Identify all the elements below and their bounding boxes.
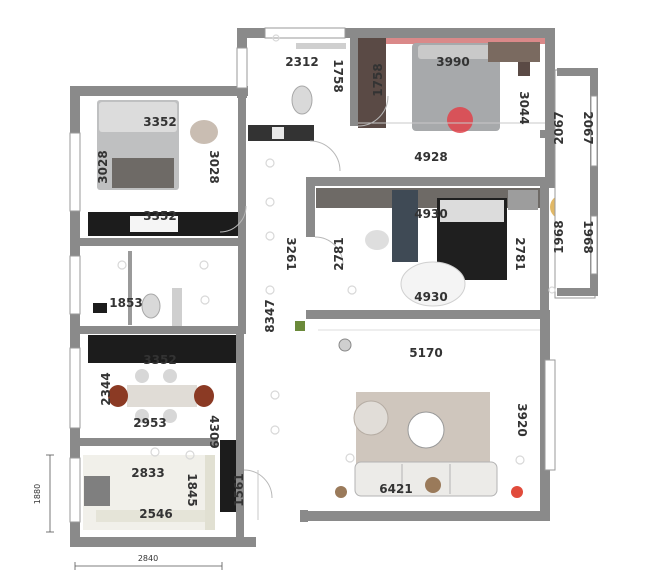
dimension-labels: 2312 1758 1758 3990 3044 2067 2067 4928 … (33, 55, 595, 570)
dim-second-bedroom-depth-right: 2781 (513, 237, 527, 270)
doors (219, 95, 389, 520)
dim-master-depth: 3044 (517, 91, 531, 124)
dim-master-bed-width: 3990 (436, 55, 469, 69)
master-bed (412, 43, 500, 131)
windows (69, 27, 598, 523)
dim-living-sofa-wall: 6421 (379, 482, 412, 496)
dining-cabinet (88, 335, 238, 363)
bathroom-top (248, 43, 346, 141)
dim-entry-depth: 1561 (232, 473, 246, 506)
dim-second-bedroom-depth-left: 2781 (332, 237, 346, 270)
toilet-left (141, 293, 161, 319)
dim-kitchen-counter: 2546 (139, 507, 172, 521)
dim-balcony-top-depth-outer: 2067 (581, 111, 595, 144)
dim-balcony-right-b: 1968 (581, 220, 595, 253)
desk (392, 190, 418, 262)
dining-table (127, 385, 197, 407)
bathroom-left (93, 251, 182, 326)
living-room (295, 321, 545, 498)
dim-hall-upper: 3261 (284, 237, 298, 270)
dim-dining-depth: 2344 (99, 372, 113, 405)
dim-second-bedroom-top: 4930 (414, 207, 447, 221)
dim-hall-total: 8347 (263, 299, 277, 332)
dim-second-bedroom-bottom: 4930 (414, 290, 447, 304)
second-bedroom (316, 188, 542, 307)
toilet-top (291, 85, 313, 115)
master-bedroom (358, 38, 548, 133)
dim-balcony-top-depth: 2067 (552, 111, 566, 144)
dim-living-width: 5170 (409, 346, 442, 360)
dim-bath-left-width: 1853 (109, 296, 142, 310)
rug-dot (447, 107, 473, 133)
sofa (354, 461, 498, 497)
bedroom-left (88, 100, 238, 236)
dim-bedroom-left-wardrobe: 3352 (143, 209, 176, 223)
dim-living-depth: 3920 (515, 403, 529, 436)
kitchen (83, 455, 215, 530)
ceiling-lights (117, 34, 556, 465)
dim-bedroom-left-bed-width: 3352 (143, 115, 176, 129)
dining-room (88, 335, 238, 512)
dim-kitchen-width: 2833 (131, 466, 164, 480)
dim-balcony-right-a: 1968 (552, 220, 566, 253)
dim-dining-width: 3352 (143, 353, 176, 367)
dim-overall-width: 2840 (138, 554, 158, 563)
dim-dining-room-width: 2953 (133, 416, 166, 430)
dim-overall-height: 1880 (33, 484, 42, 504)
dim-bath-top-width: 2312 (285, 55, 318, 69)
dim-corridor-width: 4928 (414, 150, 447, 164)
dim-dining-side: 4309 (207, 415, 221, 448)
dim-bedroom-left-depth-inner: 3028 (96, 150, 110, 183)
dim-bath-top-depth: 1758 (331, 59, 345, 92)
dim-master-wall-left: 1758 (371, 63, 385, 96)
dim-kitchen-depth: 1845 (185, 473, 199, 506)
dim-bedroom-left-depth-outer: 3028 (207, 150, 221, 183)
